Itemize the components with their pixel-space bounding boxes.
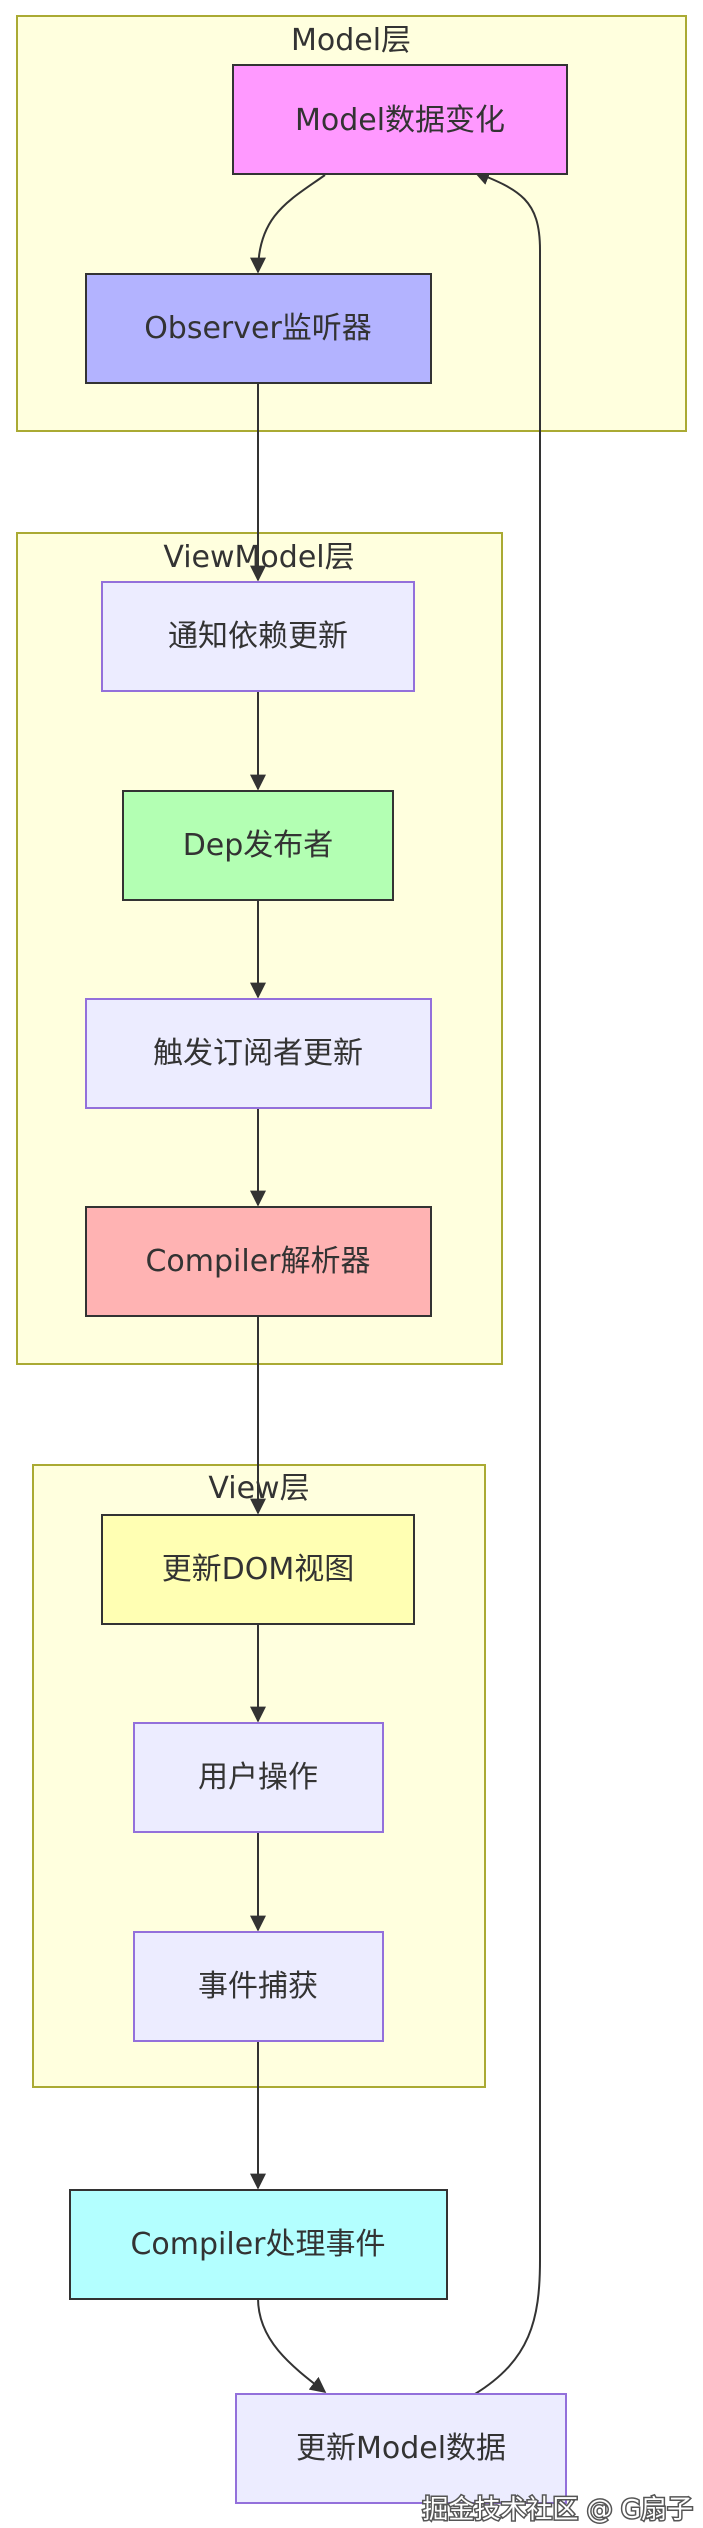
node-trigger-label: 触发订阅者更新 (153, 1036, 363, 1071)
node-update-dom-label: 更新DOM视图 (162, 1552, 355, 1587)
node-user-op: 用户操作 (133, 1722, 384, 1833)
node-compiler-event: Compiler处理事件 (69, 2189, 448, 2300)
node-dep: Dep发布者 (122, 790, 394, 901)
node-model-change-label: Model数据变化 (295, 103, 505, 138)
node-observer-label: Observer监听器 (144, 311, 372, 346)
node-notify: 通知依赖更新 (101, 581, 415, 692)
watermark-text: 掘金技术社区 @ G扇子 (422, 2495, 693, 2525)
node-compiler-event-box (69, 2189, 448, 2300)
node-update-model: 更新Model数据 (235, 2393, 567, 2504)
edges (250, 169, 541, 2395)
subgraph-model-title: Model层 (291, 23, 411, 58)
node-update-model-box (235, 2393, 567, 2504)
node-dep-box (122, 790, 394, 901)
node-observer: Observer监听器 (85, 273, 432, 384)
node-user-op-box (133, 1722, 384, 1833)
node-update-dom: 更新DOM视图 (101, 1514, 415, 1625)
node-model-change-box (232, 64, 568, 175)
node-dep-label: Dep发布者 (183, 828, 334, 863)
node-compiler-event-label: Compiler处理事件 (130, 2227, 385, 2262)
edge-compiler-event-to-update-model (257, 2297, 327, 2393)
edge-update-model-to-model-change (473, 169, 541, 2395)
node-trigger-box (85, 998, 432, 1109)
node-event-capture-box (133, 1931, 384, 2042)
node-update-model-label: 更新Model数据 (296, 2431, 506, 2466)
node-observer-box (85, 273, 432, 384)
node-notify-label: 通知依赖更新 (168, 619, 348, 654)
node-notify-box (101, 581, 415, 692)
node-user-op-label: 用户操作 (198, 1760, 318, 1795)
node-trigger: 触发订阅者更新 (85, 998, 432, 1109)
node-compiler: Compiler解析器 (85, 1206, 432, 1317)
node-event-capture-label: 事件捕获 (198, 1969, 318, 2004)
node-compiler-label: Compiler解析器 (145, 1244, 370, 1279)
edge-model-change-to-observer (250, 174, 326, 274)
node-model-change: Model数据变化 (232, 64, 568, 175)
node-event-capture: 事件捕获 (133, 1931, 384, 2042)
node-update-dom-box (101, 1514, 415, 1625)
node-compiler-box (85, 1206, 432, 1317)
